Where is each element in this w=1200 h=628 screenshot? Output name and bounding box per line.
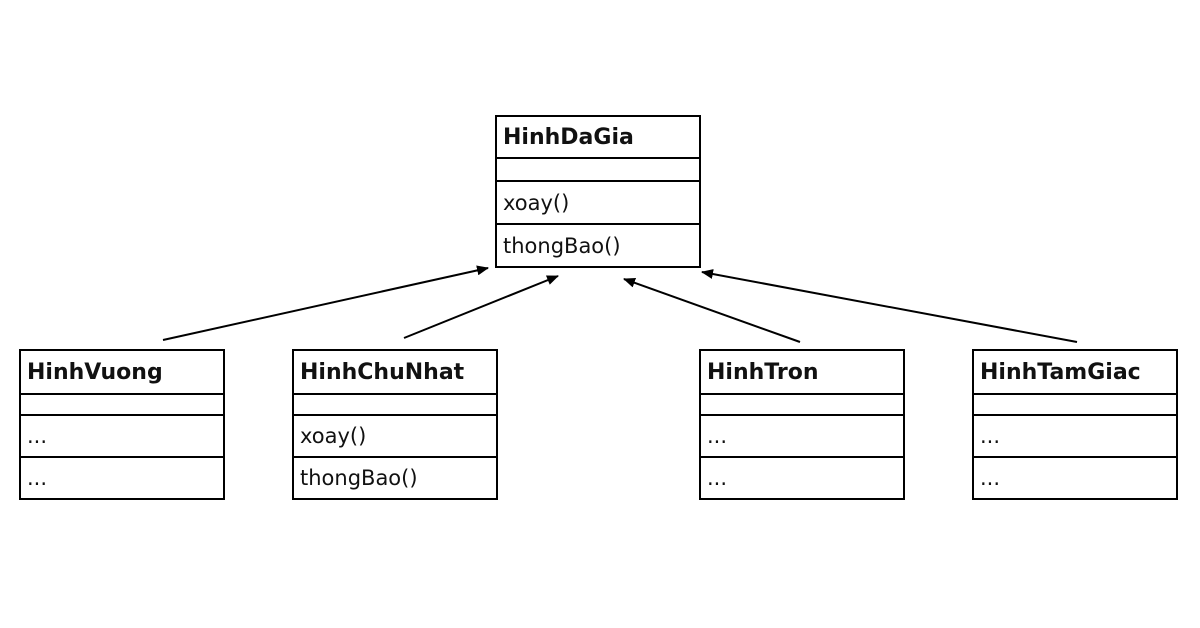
method-row: ...: [21, 456, 223, 498]
class-name: HinhTamGiac: [974, 351, 1176, 395]
method-row: ...: [27, 424, 48, 448]
class-methods: ... ...: [701, 416, 903, 498]
method-row: xoay(): [503, 190, 570, 215]
class-name: HinhChuNhat: [294, 351, 496, 395]
class-name: HinhVuong: [21, 351, 223, 395]
method-row: xoay(): [300, 424, 367, 448]
method-row: ...: [974, 456, 1176, 498]
class-box-hinhvuong[interactable]: HinhVuong ... ...: [19, 349, 225, 500]
class-box-hinhtamgiac[interactable]: HinhTamGiac ... ...: [972, 349, 1178, 500]
class-methods: ... ...: [21, 416, 223, 498]
method-row: thongBao(): [497, 223, 699, 266]
class-attributes: [294, 395, 496, 416]
class-name: HinhTron: [701, 351, 903, 395]
class-attributes: [21, 395, 223, 416]
class-attributes: [974, 395, 1176, 416]
method-row: ...: [701, 456, 903, 498]
class-methods: xoay() thongBao(): [294, 416, 496, 498]
class-box-hinhchunhat[interactable]: HinhChuNhat xoay() thongBao(): [292, 349, 498, 500]
arrow-hinhtron-to-hinhdagia: [623, 277, 801, 343]
class-attributes: [701, 395, 903, 416]
arrow-hinhchunhat-to-hinhdagia: [403, 275, 559, 339]
class-methods: ... ...: [974, 416, 1176, 498]
method-row: thongBao(): [294, 456, 496, 498]
class-methods: xoay() thongBao(): [497, 182, 699, 266]
method-row: ...: [707, 424, 728, 448]
class-box-hinhdagia[interactable]: HinhDaGia xoay() thongBao(): [495, 115, 701, 268]
arrow-hinhtamgiac-to-hinhdagia: [701, 269, 1078, 343]
class-attributes: [497, 159, 699, 182]
arrow-hinhvuong-to-hinhdagia: [162, 265, 489, 341]
method-row: ...: [980, 424, 1001, 448]
class-box-hinhtron[interactable]: HinhTron ... ...: [699, 349, 905, 500]
class-name: HinhDaGia: [497, 117, 699, 159]
